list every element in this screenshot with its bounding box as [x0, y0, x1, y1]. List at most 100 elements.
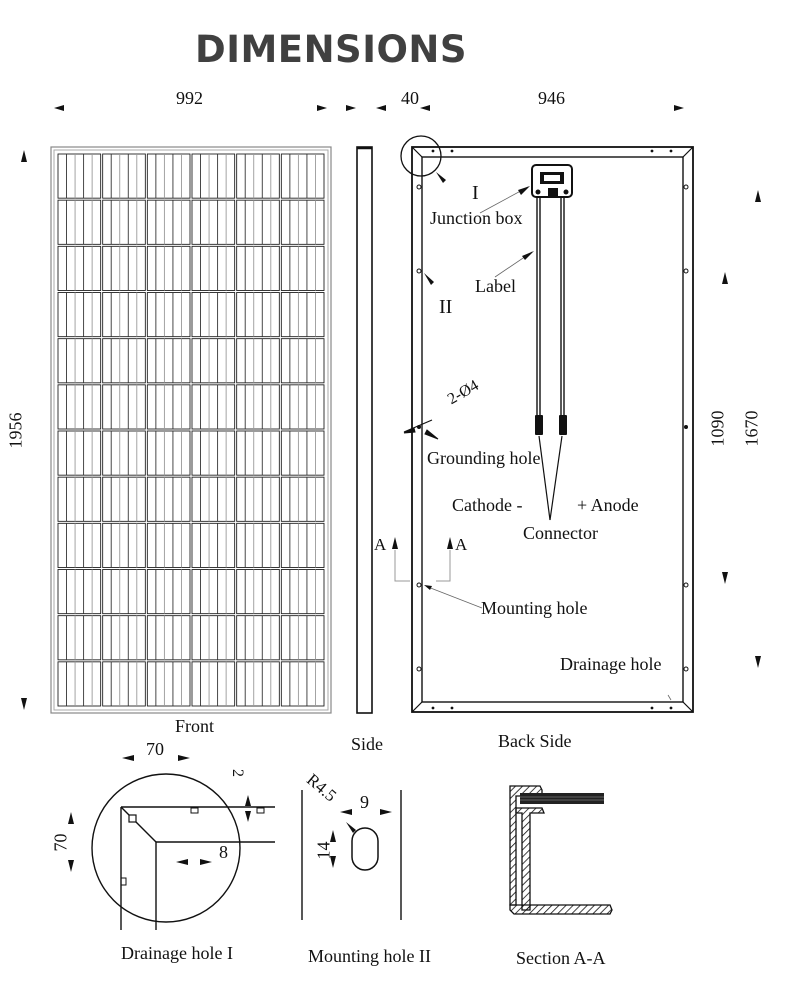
- connector-label: Connector: [523, 523, 598, 543]
- solar-cell: [191, 476, 236, 522]
- section-a-right-label: A: [455, 535, 468, 554]
- solar-cell: [102, 430, 146, 476]
- solar-cell: [146, 384, 191, 430]
- label-callout: Label: [475, 276, 516, 296]
- solar-cell: [236, 522, 280, 568]
- solar-cell: [236, 661, 280, 707]
- solar-cell: [236, 384, 280, 430]
- height-dimension-arrows: [21, 150, 27, 710]
- cables: [536, 197, 565, 416]
- solar-cell: [146, 245, 191, 291]
- front-view-caption: Front: [175, 716, 215, 736]
- solar-cell: [191, 661, 236, 707]
- solar-cell: [280, 569, 325, 615]
- solar-cell: [236, 338, 280, 384]
- section-a-left-label: A: [374, 535, 387, 554]
- solar-cell: [146, 153, 191, 199]
- solar-cell: [102, 615, 146, 661]
- solar-cell: [236, 199, 280, 245]
- solar-cell: [146, 338, 191, 384]
- section-aa-detail: [509, 785, 613, 915]
- solar-cell: [280, 522, 325, 568]
- solar-cell: [280, 338, 325, 384]
- side-view-caption: Side: [351, 734, 384, 754]
- solar-cell: [236, 569, 280, 615]
- solar-cell: [102, 199, 146, 245]
- grounding-hole-marker: [403, 419, 439, 440]
- detail-i-marker: [400, 135, 442, 177]
- solar-cell: [57, 153, 102, 199]
- solar-cell: [57, 199, 102, 245]
- page-title: DIMENSIONS: [195, 28, 468, 71]
- solar-cell: [102, 476, 146, 522]
- side-profile: [356, 146, 373, 714]
- solar-cell: [146, 292, 191, 338]
- solar-cell: [57, 661, 102, 707]
- mounting-span-arrows: [722, 190, 761, 668]
- solar-cell: [236, 615, 280, 661]
- drainage-hole-detail: [68, 755, 275, 930]
- solar-cell: [102, 292, 146, 338]
- mounting-detail-caption: Mounting hole II: [308, 946, 431, 966]
- solar-cell: [280, 476, 325, 522]
- cable-connectors: [535, 415, 567, 435]
- grounding-hole-label: Grounding hole: [427, 448, 541, 468]
- solar-cell: [57, 615, 102, 661]
- solar-cell: [102, 338, 146, 384]
- mounting-span-outer-label: 1670: [741, 410, 762, 447]
- solar-cell: [280, 615, 325, 661]
- solar-cell: [191, 522, 236, 568]
- solar-cell: [191, 245, 236, 291]
- solar-cell: [236, 153, 280, 199]
- solar-cell: [191, 384, 236, 430]
- solar-cell: [280, 245, 325, 291]
- solar-cell: [102, 522, 146, 568]
- height-label: 1956: [5, 412, 26, 449]
- top-dimension-arrows: [54, 105, 684, 111]
- connector-leader: [538, 435, 563, 521]
- solar-cell: [191, 153, 236, 199]
- solar-cell: [146, 615, 191, 661]
- mounting-length-label: 14: [313, 841, 334, 860]
- drainage-offset-label: 2: [229, 769, 246, 777]
- detail-i-callout: I: [472, 182, 479, 204]
- mounting-span-inner-label: 1090: [707, 410, 728, 447]
- label-arrow: [522, 251, 534, 260]
- solar-cell: [57, 338, 102, 384]
- solar-cell: [280, 661, 325, 707]
- solar-cell: [236, 245, 280, 291]
- solar-cell: [191, 292, 236, 338]
- side-thickness-label: 40: [401, 88, 419, 108]
- solar-cell: [280, 153, 325, 199]
- solar-cell: [146, 476, 191, 522]
- solar-cell: [57, 476, 102, 522]
- back-width-label: 946: [538, 88, 565, 108]
- solar-cell: [236, 292, 280, 338]
- solar-cell: [57, 430, 102, 476]
- drainage-slot-label: 8: [219, 842, 228, 862]
- anode-label: + Anode: [577, 495, 639, 515]
- solar-cell: [191, 615, 236, 661]
- solar-cell: [191, 199, 236, 245]
- solar-cell: [102, 153, 146, 199]
- mounting-hole-detail: [301, 790, 402, 920]
- solar-cell: [57, 292, 102, 338]
- solar-cell: [146, 661, 191, 707]
- solar-cell: [102, 245, 146, 291]
- drainage-height-label: 70: [50, 833, 71, 852]
- mounting-hole-label: Mounting hole: [481, 598, 588, 618]
- solar-cell: [280, 430, 325, 476]
- cathode-label: Cathode -: [452, 495, 523, 515]
- solar-cell: [146, 199, 191, 245]
- solar-cell: [280, 384, 325, 430]
- solar-cell: [146, 522, 191, 568]
- solar-cell: [146, 430, 191, 476]
- drainage-width-label: 70: [146, 739, 164, 759]
- solar-cell: [191, 569, 236, 615]
- back-panel: [400, 135, 694, 713]
- solar-cell: [57, 384, 102, 430]
- junction-box: [531, 164, 573, 198]
- mounting-width-label: 9: [360, 792, 369, 812]
- junction-box-arrow: [518, 186, 530, 195]
